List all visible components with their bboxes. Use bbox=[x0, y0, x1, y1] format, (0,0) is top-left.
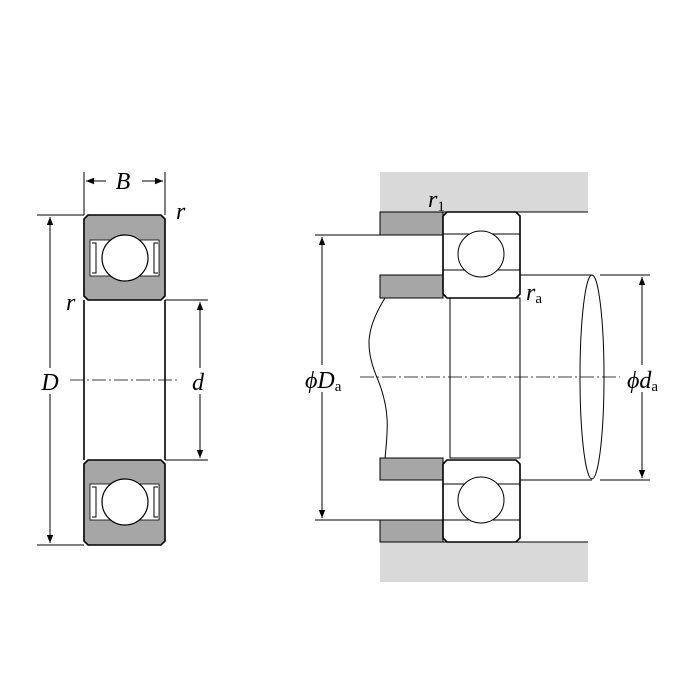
chamfer-label-inner: r bbox=[66, 290, 76, 316]
bore-diameter-label: d bbox=[192, 370, 205, 396]
shaft-shoulder-diameter-label: ϕda bbox=[627, 368, 658, 395]
housing-shoulder-diameter-label: ϕDa bbox=[305, 368, 342, 395]
housing-fillet-label: r1 bbox=[428, 187, 445, 215]
inner-ring-bore bbox=[449, 297, 521, 459]
chamfer-label-outer: r bbox=[176, 199, 186, 225]
bearing-section-view: B r r D d bbox=[37, 169, 208, 546]
housing-top bbox=[380, 172, 588, 212]
bearing-ring-bottom bbox=[83, 459, 166, 546]
housing-bottom bbox=[380, 542, 588, 582]
housing-shoulder-bottom bbox=[379, 519, 444, 543]
bearing-ring-top bbox=[83, 214, 166, 301]
spacer-top bbox=[379, 274, 444, 299]
shaft-fillet-label: ra bbox=[526, 280, 542, 307]
outer-diameter-label: D bbox=[40, 370, 58, 396]
mounting-view: r1 ra ϕDa ϕda bbox=[305, 172, 658, 582]
spacer-bottom bbox=[379, 457, 444, 481]
width-label: B bbox=[116, 169, 131, 195]
shaft-left bbox=[368, 297, 443, 459]
housing-shoulder-top bbox=[379, 211, 444, 236]
shaft-right bbox=[520, 274, 592, 481]
